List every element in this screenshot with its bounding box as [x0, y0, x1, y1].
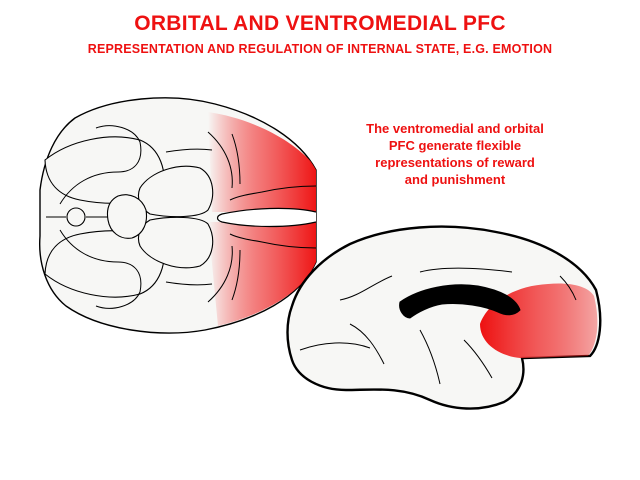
caption-line: and punishment — [404, 172, 506, 187]
caption-line: representations of reward — [375, 155, 535, 170]
caption-line: PFC generate flexible — [388, 138, 522, 153]
page-subtitle: REPRESENTATION AND REGULATION OF INTERNA… — [87, 42, 553, 56]
caption-line: The ventromedial and orbital — [366, 121, 544, 136]
caption: The ventromedial and orbital PFC generat… — [342, 120, 568, 188]
medial-sagittal-brain-view — [286, 225, 602, 410]
corpus-callosum — [399, 284, 521, 319]
medial-outline — [286, 225, 602, 410]
page-title: ORBITAL AND VENTROMEDIAL PFC — [134, 12, 506, 35]
ventral-brain-view — [39, 97, 317, 334]
